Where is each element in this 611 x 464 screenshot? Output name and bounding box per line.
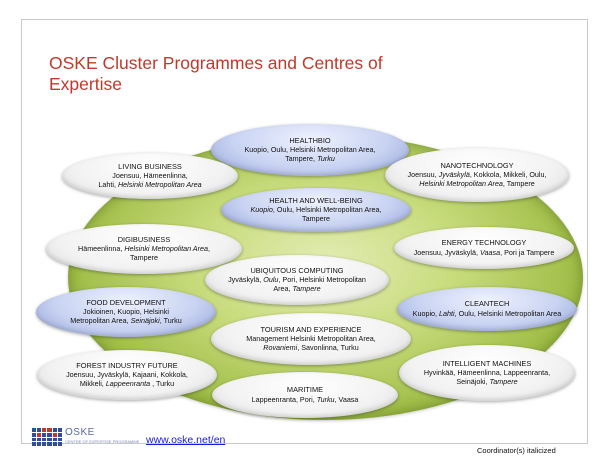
city-text: Joensuu, Jyväskylä, [413, 247, 480, 257]
coordinator-city: Kuopio [250, 205, 273, 215]
bubble-nanotechnology: NANOTECHNOLOGY Joensuu, Jyväskylä, Kokko… [385, 148, 569, 202]
bubble-title: INTELLIGENT MACHINES [442, 358, 532, 368]
city-text: , Turku [159, 315, 182, 325]
coordinator-city: Rovaniemi [263, 342, 298, 352]
bubble-digibusiness: DIGIBUSINESS Hämeenlinna, Helsinki Metro… [46, 224, 242, 274]
coordinator-city: Lappeenranta [105, 378, 151, 388]
bubble-line: Joensuu, Jyväskylä, Vaasa, Pori ja Tampe… [413, 247, 555, 258]
coordinator-city: Seinäjoki [130, 315, 160, 325]
bubble-forest-industry-future: FOREST INDUSTRY FUTURE Joensuu, Jyväskyl… [37, 350, 217, 400]
bubble-title: NANOTECHNOLOGY [440, 160, 514, 170]
logo-text: OSKE CENTRE OF EXPERTISE PROGRAMME [65, 428, 139, 446]
logo-wordmark: OSKE [65, 427, 95, 438]
city-text: , Savonlinna, Turku [297, 342, 359, 352]
slide-frame: OSKE Cluster Programmes and Centres of E… [21, 19, 588, 444]
city-text: Kuopio, [412, 308, 440, 318]
bubble-intelligent-machines: INTELLIGENT MACHINES Hyvinkää, Hämeenlin… [399, 345, 575, 401]
coordinator-city: Turku [316, 394, 335, 404]
bubble-line: Lahti, Helsinki Metropolitan Area [98, 179, 202, 190]
bubble-living-business: LIVING BUSINESS Joensuu, Hämeenlinna, La… [62, 153, 238, 199]
city-text: , Pori, Helsinki Metropolitan [278, 275, 366, 285]
coordinator-footnote: Coordinator(s) italicized [477, 446, 556, 455]
bubble-line: Hämeenlinna, Helsinki Metropolitan Area, [78, 244, 210, 254]
bubble-line: Metropolitan Area, Seinäjoki, Turku [70, 315, 182, 326]
city-text: , [207, 244, 210, 254]
coordinator-city: Lahti [439, 308, 455, 318]
city-text: , Vaasa [334, 394, 359, 404]
coordinator-city: Turku [317, 153, 335, 163]
city-text: Mikkeli, [79, 378, 106, 388]
bubble-line: Tampere [302, 213, 330, 223]
coordinator-city: Tampere [292, 283, 321, 293]
bubble-line: Tampere, Turku [285, 153, 335, 164]
bubble-title: ENERGY TECHNOLOGY [441, 237, 527, 247]
bubble-cleantech: CLEANTECH Kuopio, Lahti, Oulu, Helsinki … [397, 287, 577, 331]
bubble-food-development: FOOD DEVELOPMENT Jokioinen, Kuopio, Hels… [36, 287, 216, 337]
oske-website-link[interactable]: www.oske.net/en [146, 434, 226, 446]
bubble-line: Seinäjoki, Tampere [456, 376, 518, 387]
city-text: Joensuu, [407, 170, 439, 180]
bubble-title: FOOD DEVELOPMENT [86, 297, 166, 307]
slide-title: OSKE Cluster Programmes and Centres of E… [49, 53, 383, 94]
bubble-title: CLEANTECH [464, 298, 510, 308]
bubble-ubiquitous-computing: UBIQUITOUS COMPUTING Jyväskylä, Oulu, Po… [205, 255, 389, 305]
bubble-maritime: MARITIME Lappeenranta, Pori, Turku, Vaas… [212, 372, 398, 418]
city-text: Jyväskylä, [228, 275, 264, 285]
bubble-line: Mikkeli, Lappeenranta , Turku [79, 378, 175, 389]
city-text: , Kokkola, Mikkeli, Oulu, [469, 170, 547, 180]
coordinator-city: Vaasa [480, 247, 501, 257]
bubble-title: TOURISM AND EXPERIENCE [260, 324, 362, 334]
city-text: , Oulu, Helsinki Metropolitan Area, [272, 205, 382, 215]
bubble-line: Lappeenranta, Pori, Turku, Vaasa [251, 394, 359, 405]
bubble-title: FOREST INDUSTRY FUTURE [76, 360, 178, 370]
city-text: , Oulu, Helsinki Metropolitan Area [454, 308, 562, 318]
city-text: , Turku [150, 378, 175, 388]
bubble-title: HEALTHBIO [289, 135, 331, 145]
bubble-line: Area, Tampere [273, 283, 321, 294]
bubble-line: Jokioinen, Kuopio, Helsinki [83, 307, 169, 317]
city-text: Tampere, [285, 153, 318, 163]
city-text: Lappeenranta, Pori, [251, 394, 317, 404]
bubble-healthbio: HEALTHBIO Kuopio, Oulu, Helsinki Metropo… [211, 124, 409, 176]
bubble-title: DIGIBUSINESS [117, 234, 171, 244]
coordinator-city: Helsinki Metropolitan Area [117, 179, 202, 189]
bubble-line: Kuopio, Lahti, Oulu, Helsinki Metropolit… [412, 308, 562, 319]
bubble-title: LIVING BUSINESS [118, 161, 182, 171]
bubble-line: Management Helsinki Metropolitan Area, [246, 334, 376, 344]
bubble-health-well-being: HEALTH AND WELL-BEING Kuopio, Oulu, Hels… [221, 188, 411, 232]
logo-grid-icon [32, 428, 62, 446]
bubble-title: MARITIME [286, 384, 324, 394]
city-text: , Pori ja Tampere [500, 247, 555, 257]
bubble-line: Kuopio, Oulu, Helsinki Metropolitan Area… [250, 205, 382, 215]
bubble-line: Joensuu, Hämeenlinna, [112, 171, 188, 181]
bubble-line: Jyväskylä, Oulu, Pori, Helsinki Metropol… [228, 275, 366, 285]
bubble-line: Joensuu, Jyväskylä, Kajaani, Kokkola, [66, 370, 188, 380]
bubble-tourism-experience: TOURISM AND EXPERIENCE Management Helsin… [211, 313, 411, 365]
coordinator-city: Jyväskylä [438, 170, 470, 180]
bubble-line: Hyvinkää, Hämeenlinna, Lappeenranta, [423, 368, 551, 378]
city-text: Hämeenlinna, [78, 244, 125, 254]
coordinator-city: Tampere [489, 376, 518, 386]
city-text: Lahti, [98, 179, 118, 189]
bubble-line: Helsinki Metropolitan Area, Tampere [419, 178, 535, 189]
coordinator-city: Oulu [263, 275, 279, 285]
city-text: Seinäjoki, [456, 376, 490, 386]
bubble-line: Tampere [130, 252, 158, 262]
bubble-line: Joensuu, Jyväskylä, Kokkola, Mikkeli, Ou… [407, 170, 547, 180]
coordinator-city: Helsinki Metropolitan Area [419, 178, 503, 188]
city-text: , Tampere [502, 178, 535, 188]
bubble-energy-technology: ENERGY TECHNOLOGY Joensuu, Jyväskylä, Va… [394, 227, 574, 269]
oske-logo: OSKE CENTRE OF EXPERTISE PROGRAMME [32, 428, 139, 446]
bubble-line: Kuopio, Oulu, Helsinki Metropolitan Area… [244, 145, 376, 155]
bubble-title: UBIQUITOUS COMPUTING [250, 265, 344, 275]
city-text: Metropolitan Area, [70, 315, 131, 325]
bubble-line: Rovaniemi, Savonlinna, Turku [263, 342, 359, 353]
logo-subtext: CENTRE OF EXPERTISE PROGRAMME [65, 439, 140, 444]
city-text: Area, [273, 283, 293, 293]
bubble-title: HEALTH AND WELL-BEING [269, 195, 363, 205]
coordinator-city: Helsinki Metropolitan Area [124, 244, 208, 254]
